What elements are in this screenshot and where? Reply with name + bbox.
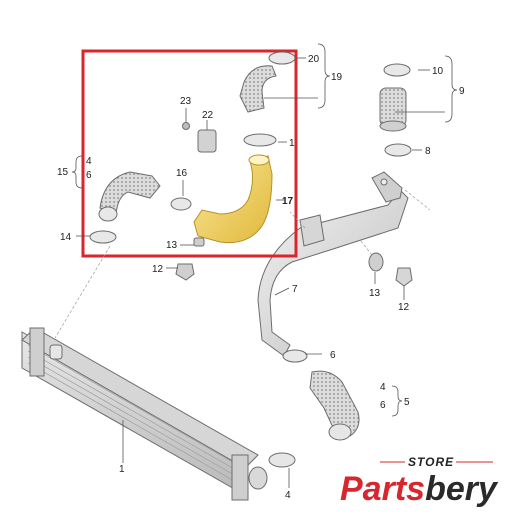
label-6-mid: 6	[330, 350, 336, 361]
label-8: 8	[425, 146, 431, 157]
label-22: 22	[202, 110, 214, 121]
callout-numbers: 1 4 4 6 5 6 7 8 9 10 12 12 13 13 14 15 4…	[57, 54, 465, 501]
highlight-frame	[81, 49, 298, 258]
label-14: 14	[60, 232, 72, 243]
highlighted-pipe-17	[193, 155, 273, 244]
label-5: 5	[404, 397, 410, 408]
logo-store: STORE	[408, 455, 454, 469]
label-13-right: 13	[369, 288, 381, 299]
intercooler	[21, 327, 268, 501]
label-4-left: 4	[86, 156, 92, 167]
label-1: 1	[119, 464, 125, 475]
label-23: 23	[180, 96, 192, 107]
upper-right-hose	[379, 63, 412, 157]
screw-12	[175, 263, 195, 281]
lower-hose	[268, 349, 360, 468]
label-15: 15	[57, 167, 69, 178]
label-10: 10	[432, 66, 444, 77]
label-12-left: 12	[152, 264, 164, 275]
label-20: 20	[308, 54, 320, 65]
label-13-left: 13	[166, 240, 178, 251]
logo-parts: Parts	[340, 470, 425, 508]
label-7: 7	[292, 284, 298, 295]
label-12-right: 12	[398, 302, 410, 313]
svg-text:Partsbery: Partsbery	[340, 470, 499, 508]
partsbery-logo: STORE Partsbery	[340, 455, 499, 508]
label-9: 9	[459, 86, 465, 97]
label-6-right: 6	[380, 400, 386, 411]
connector-lines	[54, 189, 431, 339]
highlighted-parts	[89, 51, 296, 247]
label-6-left: 6	[86, 170, 92, 181]
label-17: 17	[282, 196, 294, 207]
braces	[71, 43, 458, 417]
label-16: 16	[176, 168, 188, 179]
label-4-right: 4	[380, 382, 386, 393]
label-1-upper: 1	[289, 138, 295, 149]
logo-bery: bery	[425, 470, 499, 508]
leader-lines	[76, 57, 445, 488]
small-fittings-right	[368, 252, 413, 287]
label-4-lower: 4	[285, 490, 291, 501]
label-19: 19	[331, 72, 343, 83]
